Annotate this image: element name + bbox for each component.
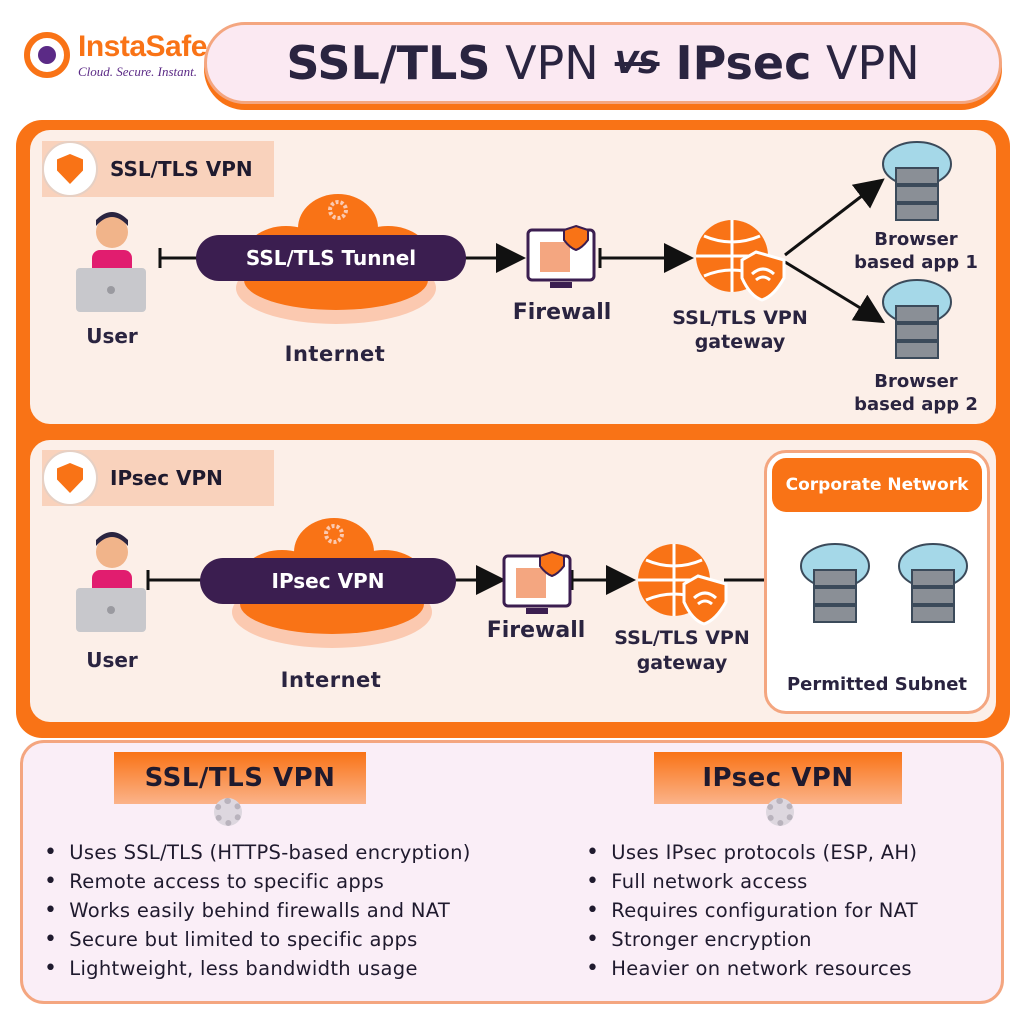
ssl-app2-server-cloud-icon (882, 279, 952, 359)
list-item: Uses IPsec protocols (ESP, AH) (586, 838, 918, 867)
instasafe-logo-icon (24, 32, 70, 78)
ipsec-user-to-tunnel-line (146, 570, 205, 590)
ssl-internet-label: Internet (284, 342, 386, 366)
ssl-app1-server-cloud-icon (882, 141, 952, 221)
title-right: IPsec (675, 36, 812, 90)
ipsec-gateway-label: SSL/TLS VPN gateway (592, 626, 772, 676)
ssl-user-laptop-icon (76, 212, 146, 312)
ipsec-gateway-label-line2: gateway (636, 652, 728, 674)
ipsec-comparison-heading-label: IPsec VPN (702, 763, 854, 793)
title-left-suffix: VPN (505, 36, 599, 90)
list-item: Works easily behind firewalls and NAT (44, 896, 471, 925)
list-item: Full network access (586, 867, 918, 896)
ipsec-section-tag-label: IPsec VPN (110, 466, 223, 490)
ipsec-firewall-icon (502, 550, 572, 614)
ssl-app1-label-line1: Browser (874, 229, 958, 250)
gear-icon (766, 798, 794, 826)
ssl-app2-label: Browser based app 2 (844, 370, 988, 416)
ssl-user-label: User (86, 324, 138, 348)
ipsec-firewall-label: Firewall (486, 618, 586, 643)
ssl-gateway-label-line1: SSL/TLS VPN (672, 307, 808, 329)
ssl-gateway-globe-icon (696, 220, 786, 302)
ssl-firewall-icon (526, 224, 596, 288)
list-item: Lightweight, less bandwidth usage (44, 954, 471, 983)
ssl-app1-label-line2: based app 1 (854, 252, 978, 273)
ssl-app2-label-line2: based app 2 (854, 394, 978, 415)
brand-tagline: Cloud. Secure. Instant. (78, 64, 198, 79)
corp-server-2-icon (898, 543, 968, 623)
ssl-tunnel-pill: SSL/TLS Tunnel (196, 235, 466, 281)
gear-icon (214, 798, 242, 826)
list-item: Stronger encryption (586, 925, 918, 954)
ipsec-tunnel-label: IPsec VPN (271, 569, 385, 593)
shield-icon (57, 154, 83, 184)
corporate-network-title: Corporate Network (785, 475, 969, 495)
ssl-app2-label-line1: Browser (874, 371, 958, 392)
ssl-gateway-label-line2: gateway (694, 331, 786, 353)
list-item: Uses SSL/TLS (HTTPS-based encryption) (44, 838, 471, 867)
ipsec-comparison-heading: IPsec VPN (654, 752, 902, 804)
ssl-points-list: Uses SSL/TLS (HTTPS-based encryption) Re… (44, 838, 471, 983)
title-right-suffix: VPN (826, 36, 920, 90)
ssl-gateway-to-app1-arrow (784, 178, 885, 257)
ssl-gateway-label: SSL/TLS VPN gateway (650, 306, 830, 354)
title-vs: VS (614, 45, 660, 81)
ssl-tunnel-label: SSL/TLS Tunnel (245, 246, 417, 270)
list-item: Secure but limited to specific apps (44, 925, 471, 954)
ssl-firewall-to-gateway-arrow (598, 243, 694, 273)
brand-name: InstaSafe (78, 30, 207, 63)
title-left: SSL/TLS (286, 36, 491, 90)
ipsec-tunnel-pill: IPsec VPN (200, 558, 456, 604)
ssl-shield-badge (42, 141, 98, 197)
ipsec-gateway-label-line1: SSL/TLS VPN (614, 627, 750, 649)
shield-icon (57, 463, 83, 493)
ipsec-user-laptop-icon (76, 532, 146, 632)
ssl-section-tag-label: SSL/TLS VPN (110, 157, 253, 181)
ipsec-internet-label: Internet (280, 668, 382, 692)
ipsec-firewall-to-gateway-arrow (570, 565, 636, 595)
diagram-connectors (146, 178, 886, 595)
ipsec-gateway-globe-icon (638, 544, 728, 626)
ipsec-points-list: Uses IPsec protocols (ESP, AH) Full netw… (586, 838, 918, 983)
ssl-comparison-heading: SSL/TLS VPN (114, 752, 366, 804)
list-item: Remote access to specific apps (44, 867, 471, 896)
list-item: Heavier on network resources (586, 954, 918, 983)
corp-server-1-icon (800, 543, 870, 623)
ipsec-shield-badge (42, 450, 98, 506)
ipsec-user-label: User (86, 648, 138, 672)
page-title: SSL/TLS VPN VS IPsec VPN (204, 22, 1002, 104)
permitted-subnet-label: Permitted Subnet (786, 674, 968, 695)
ssl-gateway-to-app2-arrow (784, 260, 886, 324)
ssl-app1-label: Browser based app 1 (844, 228, 988, 274)
title-banner (204, 22, 1002, 104)
list-item: Requires configuration for NAT (586, 896, 918, 925)
ssl-firewall-label: Firewall (512, 300, 612, 325)
corporate-network-header: Corporate Network (772, 458, 982, 512)
ssl-comparison-heading-label: SSL/TLS VPN (144, 763, 336, 793)
